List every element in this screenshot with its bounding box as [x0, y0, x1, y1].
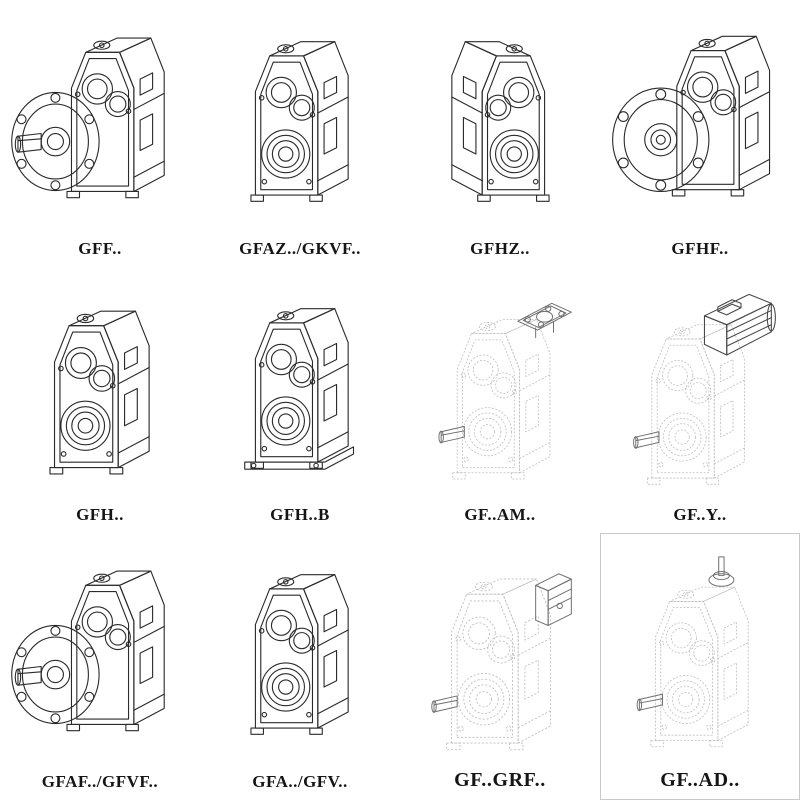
model-label: GFH..B — [270, 505, 330, 525]
model-label: GF..AD.. — [660, 768, 740, 791]
catalog-cell-gfh: GFH.. — [0, 267, 200, 534]
gearbox-large-flange-drawing — [612, 35, 771, 197]
catalog-cell-gf-y: GF..Y.. — [600, 267, 800, 534]
gearbox-phantom-adapter-flange-drawing — [438, 302, 572, 480]
gearbox-hollow-drawing — [250, 41, 349, 202]
model-label: GF..Y.. — [673, 505, 727, 525]
catalog-cell-gf-ad: GF..AD.. — [600, 533, 800, 800]
catalog-cell-gfa-gfv: GFA../GFV.. — [200, 533, 400, 800]
catalog-cell-gfaf-gfvf: GFAF../GFVF.. — [0, 533, 200, 800]
catalog-cell-gf-am: GF..AM.. — [400, 267, 600, 534]
model-label: GFAF../GFVF.. — [41, 771, 159, 791]
model-label: GF..AM.. — [464, 505, 536, 525]
catalog-cell-gfaz-gkvf: GFAZ../GKVF.. — [200, 0, 400, 267]
model-label: GFHF.. — [671, 238, 729, 258]
model-label: GFH.. — [76, 505, 124, 525]
model-label: GF..GRF.. — [454, 768, 546, 791]
model-label: GFAZ../GKVF.. — [239, 238, 361, 258]
catalog-cell-gfhf: GFHF.. — [600, 0, 800, 267]
gearbox-hollow-mirrored-drawing — [451, 41, 550, 202]
gearbox-hollow-drawing — [250, 574, 349, 736]
model-label: GFHZ.. — [470, 238, 530, 258]
gearbox-phantom-adapter-block-drawing — [431, 573, 572, 751]
model-label: GFF.. — [78, 238, 122, 258]
model-label: GFA../GFV.. — [252, 771, 348, 791]
gearbox-flange-drawing — [11, 37, 165, 199]
gearbox-phantom-input-shaft-drawing — [636, 556, 749, 748]
gearbox-flange-drawing — [11, 570, 165, 732]
gearbox-foot-mounted-drawing — [244, 307, 355, 470]
gearbox-hollow-drawing — [49, 310, 150, 475]
gearbox-phantom-with-motor-drawing — [633, 293, 776, 485]
catalog-cell-gfh-b: GFH..B — [200, 267, 400, 534]
catalog-cell-gff: GFF.. — [0, 0, 200, 267]
catalog-cell-gf-grf: GF..GRF.. — [400, 533, 600, 800]
catalog-cell-gfhz: GFHZ.. — [400, 0, 600, 267]
